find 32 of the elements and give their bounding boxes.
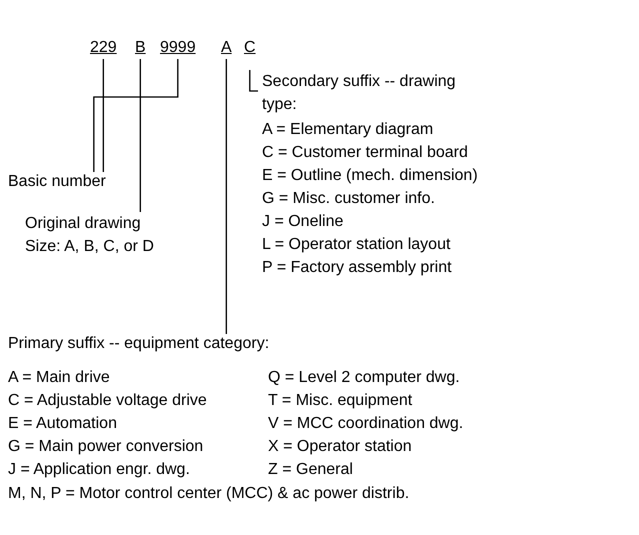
code-definition: G = Misc. customer info. — [262, 189, 435, 209]
field-caption: Primary suffix -- equipment category: — [8, 334, 270, 354]
leader-line — [102, 59, 104, 172]
code-definition: E = Outline (mech. dimension) — [262, 166, 478, 186]
leader-line — [140, 59, 141, 212]
code-definition: E = Automation — [8, 414, 117, 434]
code-definition: Z = General — [268, 460, 353, 480]
leader-line — [226, 59, 227, 334]
code-part: B — [135, 38, 146, 58]
code-part: 9999 — [160, 38, 196, 58]
code-definition: Q = Level 2 computer dwg. — [268, 368, 460, 388]
code-definition: C = Adjustable voltage drive — [8, 391, 207, 411]
code-definition: J = Application engr. dwg. — [8, 460, 190, 480]
leader-line — [249, 70, 258, 92]
code-definition: L = Operator station layout — [262, 235, 450, 255]
leader-line — [93, 59, 178, 172]
code-definition: X = Operator station — [268, 437, 412, 457]
field-caption: Secondary suffix -- drawing type: — [262, 70, 477, 116]
code-part: C — [244, 38, 256, 58]
code-definition: A = Main drive — [8, 368, 110, 388]
code-definition: G = Main power conversion — [8, 437, 204, 457]
code-part: A — [221, 38, 232, 58]
code-definition: T = Misc. equipment — [268, 391, 412, 411]
code-part: 229 — [90, 38, 117, 58]
code-definition: A = Elementary diagram — [262, 120, 434, 140]
code-definition: M, N, P = Motor control center (MCC) & ac power distrib. — [8, 484, 410, 504]
code-definition: V = MCC coordination dwg. — [268, 414, 464, 434]
code-definition: J = Oneline — [262, 212, 344, 232]
field-caption: Basic number — [8, 172, 106, 192]
code-definition: C = Customer terminal board — [262, 143, 468, 163]
field-caption: Original drawing Size: A, B, C, or D — [25, 212, 175, 258]
code-definition: P = Factory assembly print — [262, 258, 452, 278]
